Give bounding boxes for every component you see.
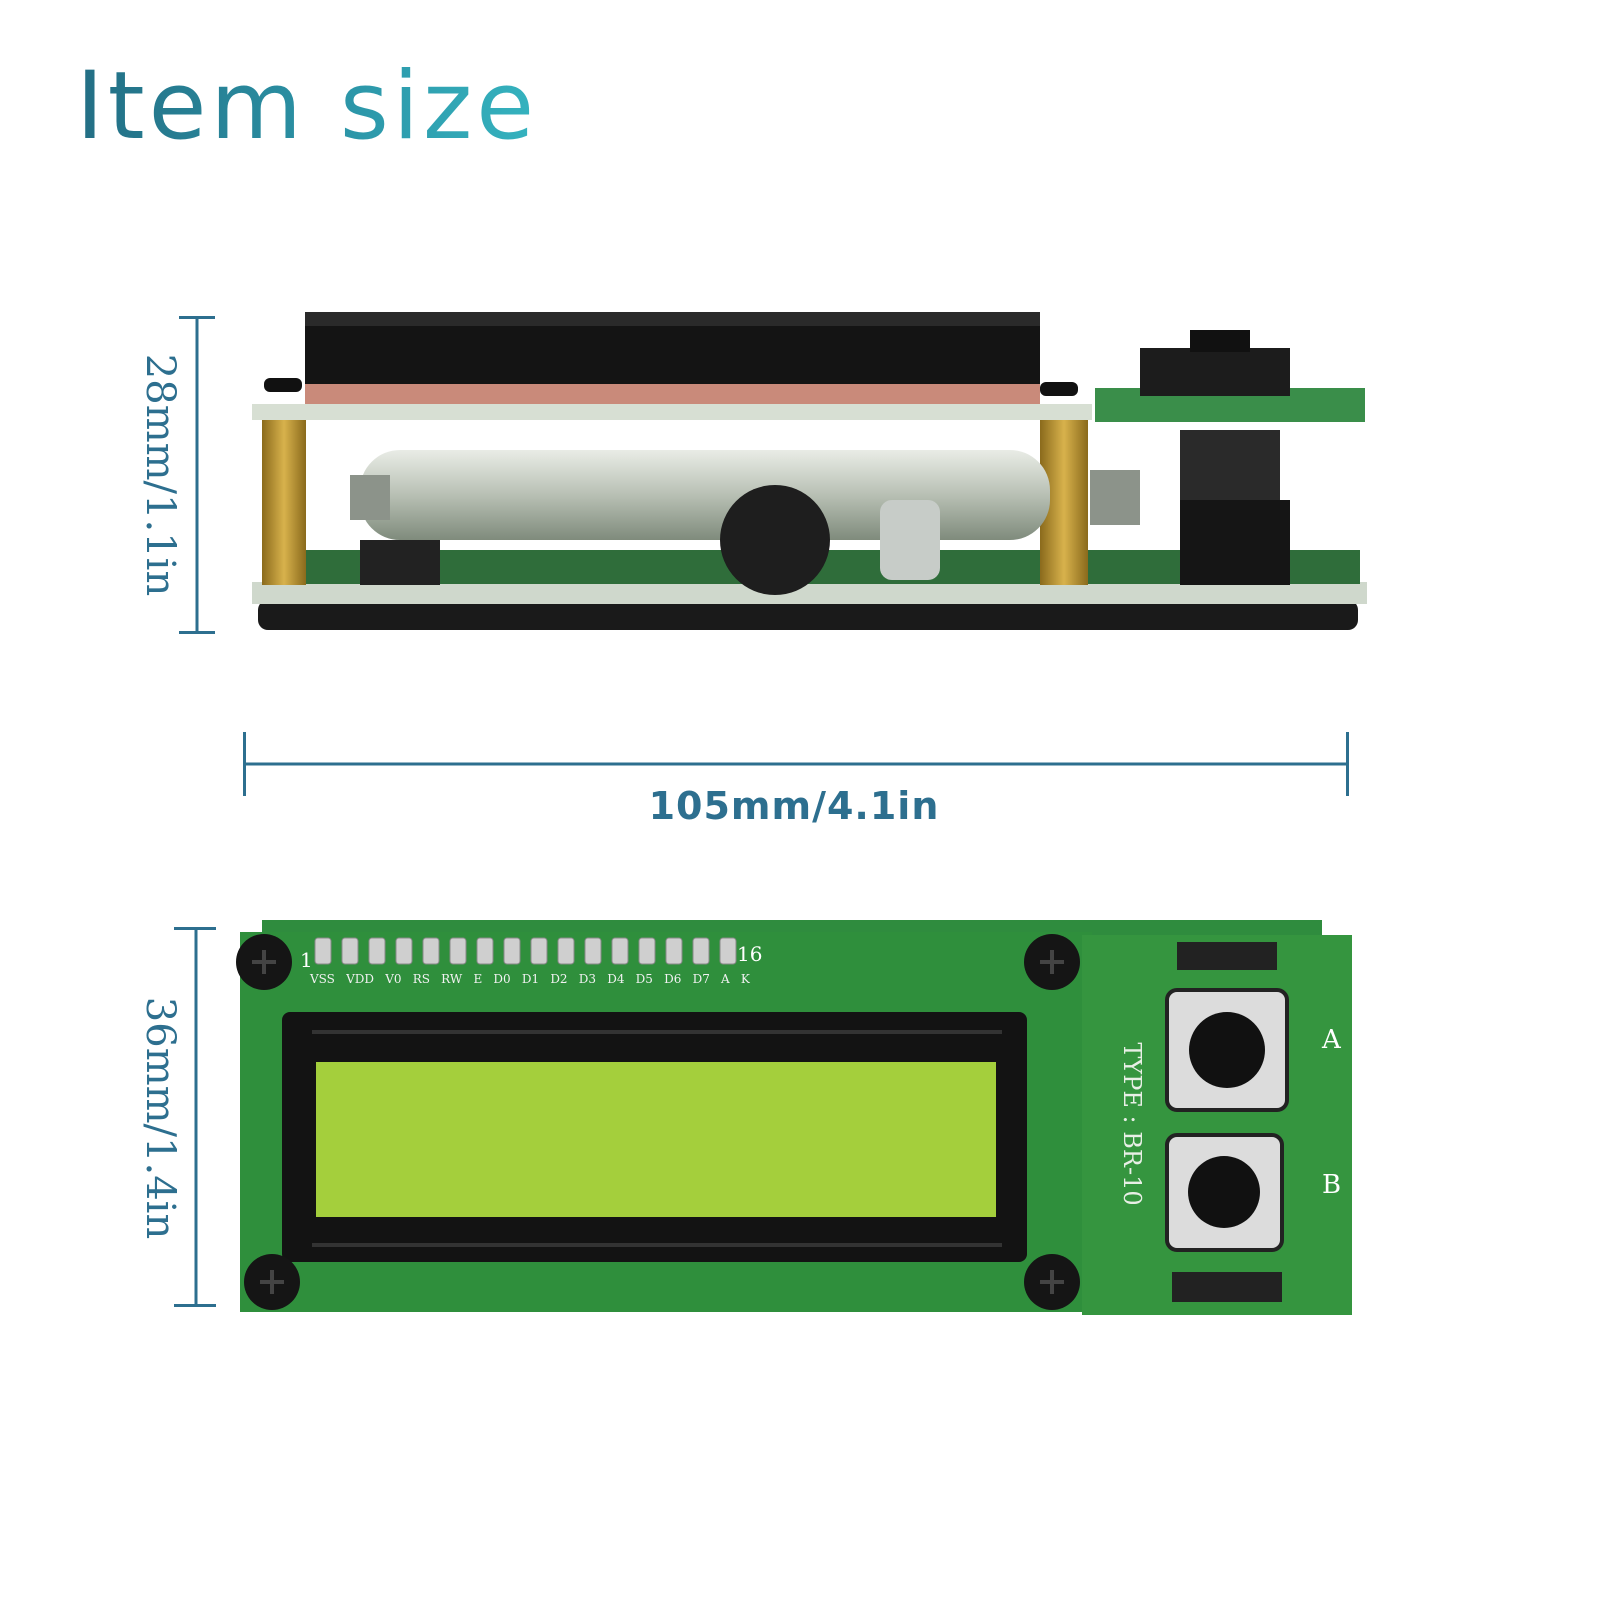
width-label: 36mm/1.4in: [137, 996, 183, 1240]
button-b-label: B: [1322, 1170, 1342, 1200]
pin-label: D3: [578, 972, 597, 986]
button-a-label: A: [1322, 1025, 1341, 1055]
pin-label: D5: [635, 972, 653, 986]
pin-label: V0: [385, 972, 402, 986]
side-view-photo: [252, 312, 1367, 630]
pin-label: D4: [607, 972, 625, 986]
pin-label: D0: [493, 972, 511, 986]
buzzer: [720, 485, 830, 595]
pin-header: [1180, 500, 1290, 585]
pin-label: RS: [412, 972, 430, 986]
length-label: 105mm/4.1in: [648, 784, 940, 828]
screw-icons: [236, 934, 1080, 1310]
pin-last-label: 16: [737, 942, 763, 966]
pin-label: VSS: [310, 972, 335, 986]
foam-base: [258, 600, 1358, 630]
pin-label: VDD: [346, 972, 375, 986]
standoff-left: [262, 420, 306, 585]
lcd-screen: [316, 1062, 996, 1217]
bottom-pcb-edge: [252, 582, 1367, 604]
height-label: 28mm/1.1in: [137, 353, 183, 597]
pin-label: RW: [441, 972, 463, 986]
pin-label: D7: [692, 972, 710, 986]
pin-label: E: [473, 972, 483, 986]
pin-label: D6: [664, 972, 682, 986]
pin-first-label: 1: [300, 948, 313, 972]
board-type-label: TYPE : BR-10: [1118, 1042, 1146, 1206]
length-dimension-line: [243, 732, 1349, 796]
tactile-button-a: [1165, 988, 1289, 1112]
pin-label: D2: [550, 972, 568, 986]
front-view-photo: 1 16 VSS VDD V0 RS RW E D0 D1 D2 D3 D4 D…: [232, 920, 1357, 1315]
geiger-tube: [360, 450, 1050, 540]
pin-label: A: [721, 972, 730, 986]
capacitor: [880, 500, 940, 580]
top-pcb: [252, 404, 1092, 420]
tactile-button-b: [1165, 1133, 1284, 1252]
pin-label: D1: [521, 972, 540, 986]
width-dimension-line: [174, 927, 216, 1307]
height-dimension-line: [179, 316, 215, 634]
pin-label: K: [740, 972, 750, 986]
pin-label-row: VSS VDD V0 RS RW E D0 D1 D2 D3 D4 D5 D6 …: [310, 972, 750, 986]
page-title: Item size: [76, 52, 539, 161]
